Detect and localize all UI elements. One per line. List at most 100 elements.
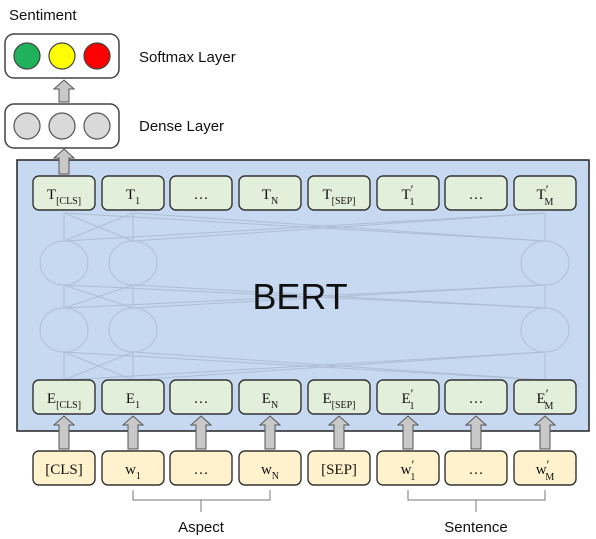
token-box bbox=[444, 175, 508, 211]
token-subscript: N bbox=[271, 400, 278, 411]
token-subscript: 1 bbox=[136, 471, 141, 482]
token-base: E bbox=[537, 391, 546, 407]
up-arrow bbox=[52, 415, 76, 450]
token-box bbox=[101, 175, 165, 211]
token-box bbox=[32, 450, 96, 486]
connection-line bbox=[132, 212, 546, 242]
sentence-bracket bbox=[407, 490, 546, 512]
up-arrow bbox=[396, 415, 420, 450]
token-subscript: 1 bbox=[135, 196, 140, 207]
token-label: E[CLS] bbox=[47, 391, 81, 411]
token-subscript: N bbox=[271, 196, 278, 207]
token-label: … bbox=[194, 187, 209, 203]
token-prime: ′ bbox=[411, 182, 414, 197]
negative-circle bbox=[83, 42, 111, 70]
token-label: w′1 bbox=[401, 457, 416, 483]
token-box bbox=[32, 379, 96, 415]
token-box bbox=[513, 175, 577, 211]
token-box bbox=[444, 450, 508, 486]
token-label: [SEP] bbox=[321, 462, 357, 478]
token-box bbox=[307, 175, 371, 211]
token-subscript: M bbox=[545, 401, 554, 412]
token-label: T1 bbox=[126, 187, 140, 207]
hidden-neuron bbox=[108, 307, 158, 353]
token-subscript: [SEP] bbox=[332, 400, 356, 411]
token-base: T bbox=[47, 187, 56, 203]
token-label: … bbox=[469, 462, 484, 478]
up-arrow bbox=[327, 415, 351, 450]
token-subscript: [CLS] bbox=[56, 400, 81, 411]
token-label: T′1 bbox=[401, 182, 414, 208]
token-base: T bbox=[126, 187, 135, 203]
token-prime: ′ bbox=[546, 182, 549, 197]
token-prime: ′ bbox=[546, 386, 549, 401]
token-label: E1 bbox=[126, 391, 140, 411]
token-base: T bbox=[322, 187, 331, 203]
token-prime: ′ bbox=[547, 457, 550, 472]
bert-label: BERT bbox=[252, 276, 347, 317]
hidden-neuron bbox=[39, 307, 89, 353]
token-base: … bbox=[194, 391, 209, 407]
token-box bbox=[376, 379, 440, 415]
token-base: T bbox=[262, 187, 271, 203]
token-label: E′M bbox=[537, 386, 554, 412]
token-box bbox=[513, 379, 577, 415]
up-arrow bbox=[52, 79, 76, 103]
token-base: T bbox=[401, 187, 410, 203]
token-base: … bbox=[194, 462, 209, 478]
hidden-neuron bbox=[520, 307, 570, 353]
up-arrow bbox=[258, 415, 282, 450]
token-label: w′M bbox=[536, 457, 555, 483]
token-base: E bbox=[262, 391, 271, 407]
connection-line bbox=[63, 284, 546, 309]
token-base: w bbox=[125, 462, 136, 478]
token-label: T′M bbox=[537, 182, 554, 208]
token-base: w bbox=[401, 462, 412, 478]
token-base: E bbox=[47, 391, 56, 407]
token-box bbox=[169, 379, 233, 415]
token-label: E′1 bbox=[401, 386, 414, 412]
aspect-label: Aspect bbox=[178, 519, 225, 536]
token-base: E bbox=[401, 391, 410, 407]
dense-circles bbox=[13, 112, 111, 140]
token-label: EN bbox=[262, 391, 278, 411]
token-label: T[SEP] bbox=[322, 187, 355, 207]
dense-layer-label: Dense Layer bbox=[139, 118, 224, 135]
token-label: w1 bbox=[125, 462, 141, 482]
token-box bbox=[307, 450, 371, 486]
token-box bbox=[376, 450, 440, 486]
aspect-bracket bbox=[132, 490, 271, 512]
dense-neuron-circle bbox=[83, 112, 111, 140]
connection-line bbox=[63, 212, 546, 242]
dense-neuron-circle bbox=[48, 112, 76, 140]
token-box bbox=[238, 175, 302, 211]
connection-line bbox=[132, 284, 546, 309]
token-box bbox=[238, 379, 302, 415]
token-base: w bbox=[261, 462, 272, 478]
neutral-circle bbox=[48, 42, 76, 70]
token-base: … bbox=[194, 187, 209, 203]
token-box bbox=[238, 450, 302, 486]
token-subscript: N bbox=[272, 471, 279, 482]
token-subscript: 1 bbox=[410, 472, 415, 483]
up-arrow bbox=[189, 415, 213, 450]
dense-neuron-circle bbox=[13, 112, 41, 140]
token-subscript: 1 bbox=[135, 400, 140, 411]
token-base: E bbox=[126, 391, 135, 407]
up-arrow bbox=[52, 148, 76, 175]
connection-line bbox=[63, 212, 134, 242]
arrows bbox=[52, 79, 557, 450]
token-label: T[CLS] bbox=[47, 187, 81, 207]
token-box bbox=[32, 175, 96, 211]
sentiment-label: Sentiment bbox=[9, 7, 77, 24]
input-token-row: [CLS]w1…wN[SEP]w′1…w′M bbox=[32, 450, 577, 486]
token-label: … bbox=[469, 391, 484, 407]
token-label: … bbox=[469, 187, 484, 203]
token-subscript: 1 bbox=[410, 401, 415, 412]
token-subscript: M bbox=[545, 472, 554, 483]
up-arrow bbox=[533, 415, 557, 450]
token-subscript: 1 bbox=[410, 197, 415, 208]
